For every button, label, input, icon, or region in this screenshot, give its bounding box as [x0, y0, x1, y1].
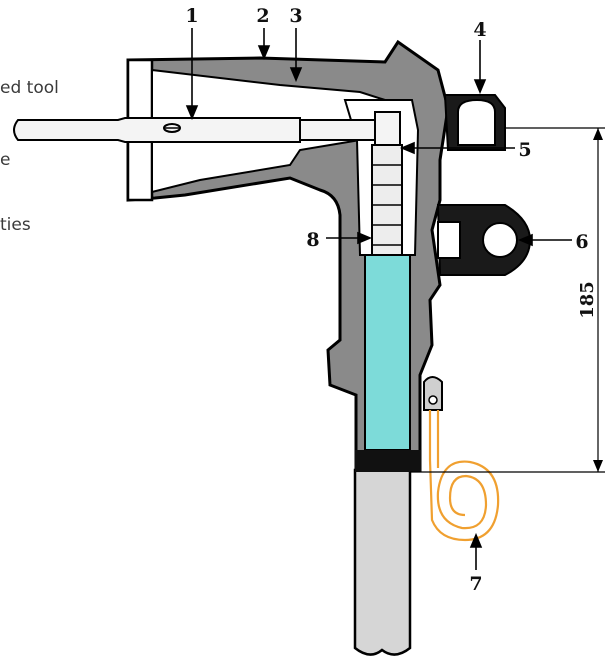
callout-6: 6	[575, 231, 588, 253]
callout-3: 3	[289, 5, 302, 27]
test-point	[436, 204, 532, 276]
housing-base-band	[355, 450, 421, 472]
operating-eye	[443, 94, 506, 151]
dimension-label: 185	[577, 281, 598, 319]
cropped-caption-line-2: e	[0, 150, 11, 170]
callout-leaders	[185, 28, 572, 570]
callout-1: 1	[185, 5, 198, 27]
cropped-caption-line-1: ed tool	[0, 78, 59, 98]
callout-4: 4	[473, 19, 486, 41]
plug-in-pin	[13, 117, 379, 143]
cropped-caption-line-3: ties	[0, 215, 31, 235]
callout-8: 8	[306, 229, 319, 251]
callout-7: 7	[469, 573, 482, 595]
cable-lug	[371, 111, 403, 256]
callout-5: 5	[518, 139, 531, 161]
callout-2: 2	[256, 5, 269, 27]
cable-insulation	[364, 254, 411, 451]
dimension-185: 185	[410, 127, 605, 473]
cable	[353, 468, 412, 656]
earthing-eye	[423, 376, 443, 411]
earth-wire	[428, 410, 500, 542]
